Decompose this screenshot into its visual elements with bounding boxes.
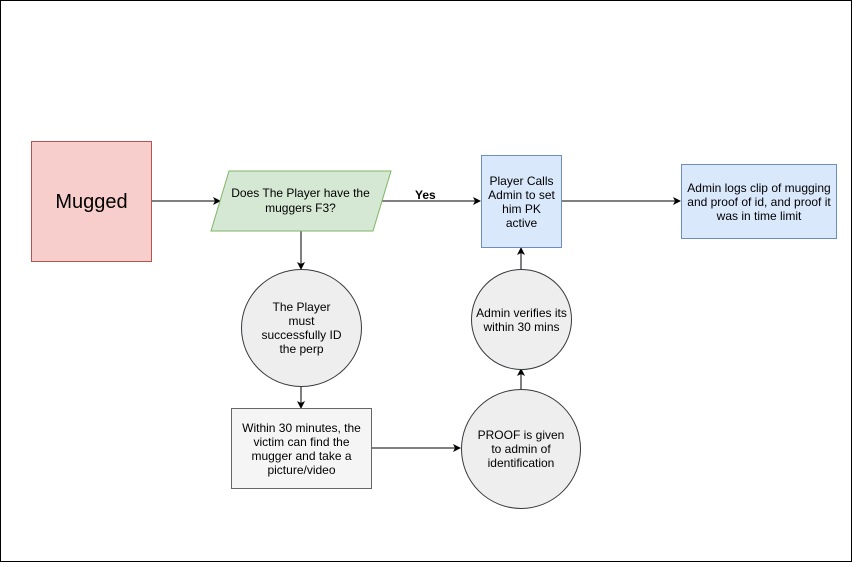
node-within-30-label: Within 30 minutes, the victim can find t… xyxy=(242,420,361,477)
node-question-label: Does The Player have the muggers F3? xyxy=(231,186,370,215)
node-within-30: Within 30 minutes, the victim can find t… xyxy=(231,408,372,489)
edge-label-yes: Yes xyxy=(415,188,436,202)
node-verifies-label: Admin verifies its within 30 mins xyxy=(476,305,567,334)
node-verifies: Admin verifies its within 30 mins xyxy=(471,269,572,370)
node-mugged: Mugged xyxy=(31,141,152,262)
node-must-id: The Player must successfully ID the perp xyxy=(241,269,362,387)
node-admin-logs: Admin logs clip of mugging and proof of … xyxy=(681,164,837,239)
question-shape xyxy=(210,170,392,232)
node-proof-label: PROOF is given to admin of identificatio… xyxy=(477,428,565,470)
node-player-calls-label: Player Calls Admin to set him PK active xyxy=(488,173,555,230)
node-proof: PROOF is given to admin of identificatio… xyxy=(461,389,581,509)
node-must-id-label: The Player must successfully ID the perp xyxy=(261,300,342,356)
node-mugged-label: Mugged xyxy=(55,190,128,213)
node-player-calls: Player Calls Admin to set him PK active xyxy=(481,155,562,248)
node-admin-logs-label: Admin logs clip of mugging and proof of … xyxy=(687,180,831,223)
node-question: Does The Player have the muggers F3? xyxy=(223,173,378,229)
